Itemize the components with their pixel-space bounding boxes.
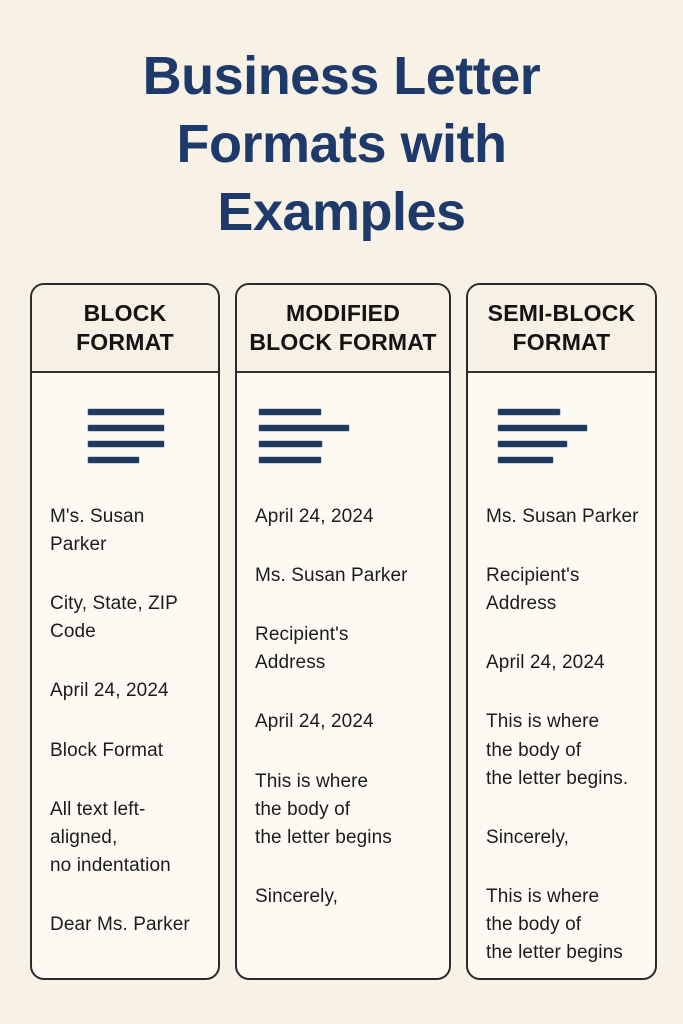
document-lines-icon [259,409,435,463]
letter-line: April 24, 2024 [255,506,374,527]
format-cards-row: BLOCK FORMAT M's. Susan Parker City, Sta… [30,283,657,980]
card-body: M's. Susan Parker City, State, ZIP Code … [32,373,218,978]
letter-line: Recipient's Address [255,624,349,674]
line-bar [259,441,322,447]
letter-line: Recipient's Address [486,565,580,615]
letter-line: M's. Susan Parker [50,506,145,556]
letter-line: All text left- aligned, no indentation [50,798,171,876]
line-bar [259,425,349,431]
letter-line: Sincerely, [255,885,339,907]
letter-line: This is where the body of the letter beg… [486,885,623,964]
card-body: Ms. Susan Parker Recipient's Address Apr… [468,373,655,978]
letter-line: Block Format [50,739,164,761]
line-bar [259,457,321,463]
letter-line: Ms. Susan Parker [486,506,639,527]
card-title: MODIFIED BLOCK FORMAT [249,299,437,355]
card-modified-block-format: MODIFIED BLOCK FORMAT April 24, 2024 Ms.… [235,283,451,980]
card-header: SEMI-BLOCK FORMAT [468,285,655,373]
line-bar [498,441,567,447]
letter-line: This is where the body of the letter beg… [486,711,629,789]
line-bar [88,441,164,447]
document-lines-icon [498,409,641,463]
card-header: BLOCK FORMAT [32,285,218,373]
letter-line: Dear Ms. Parker [50,913,190,935]
letter-line: April 24, 2024 [50,680,169,702]
letter-line: This is where the body of the letter beg… [255,770,392,848]
page-title: Business Letter Formats with Examples [142,46,541,243]
line-bar [88,425,164,431]
line-bar [498,425,587,431]
line-bar [88,457,139,463]
line-bar [259,409,321,415]
card-title: SEMI-BLOCK FORMAT [487,299,636,355]
card-body: April 24, 2024 Ms. Susan Parker Recipien… [237,373,449,978]
letter-line: April 24, 2024 [255,711,374,733]
letter-line: April 24, 2024 [486,652,605,674]
card-header: MODIFIED BLOCK FORMAT [237,285,449,373]
document-lines-icon [88,409,204,463]
card-semi-block-format: SEMI-BLOCK FORMAT Ms. Susan Parker Recip… [466,283,657,980]
line-bar [88,409,164,415]
card-title: BLOCK FORMAT [76,299,174,355]
line-bar [498,409,560,415]
letter-line: City, State, ZIP Code [50,593,178,643]
card-block-format: BLOCK FORMAT M's. Susan Parker City, Sta… [30,283,220,980]
letter-line: Sincerely, [486,826,570,848]
line-bar [498,457,553,463]
letter-line: Ms. Susan Parker [255,565,408,587]
